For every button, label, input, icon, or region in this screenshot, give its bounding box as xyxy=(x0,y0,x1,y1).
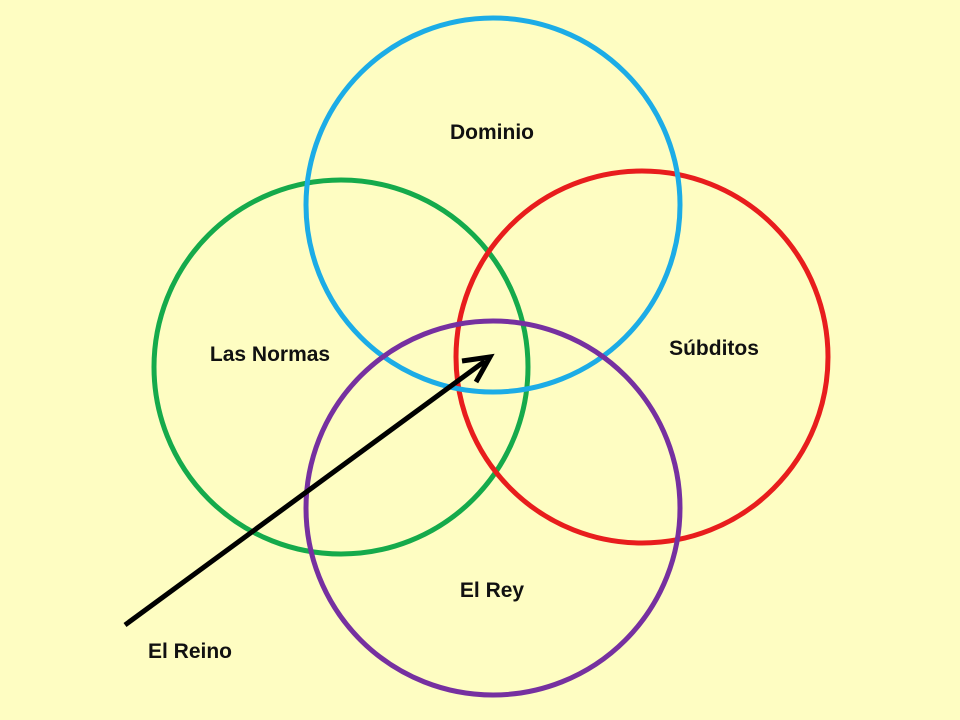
circle-subditos xyxy=(453,168,831,546)
arrow-head-icon xyxy=(461,353,495,384)
label-subditos: Súbditos xyxy=(669,337,759,360)
circle-el-rey xyxy=(303,318,683,698)
circle-las-normas xyxy=(151,177,531,557)
arrow-shaft xyxy=(123,358,487,628)
label-el-rey: El Rey xyxy=(460,579,525,602)
label-el-reino: El Reino xyxy=(148,640,232,663)
arrow-el-reino xyxy=(123,353,495,628)
label-las-normas: Las Normas xyxy=(210,343,330,366)
circle-dominio xyxy=(303,15,683,395)
label-dominio: Dominio xyxy=(450,121,534,144)
